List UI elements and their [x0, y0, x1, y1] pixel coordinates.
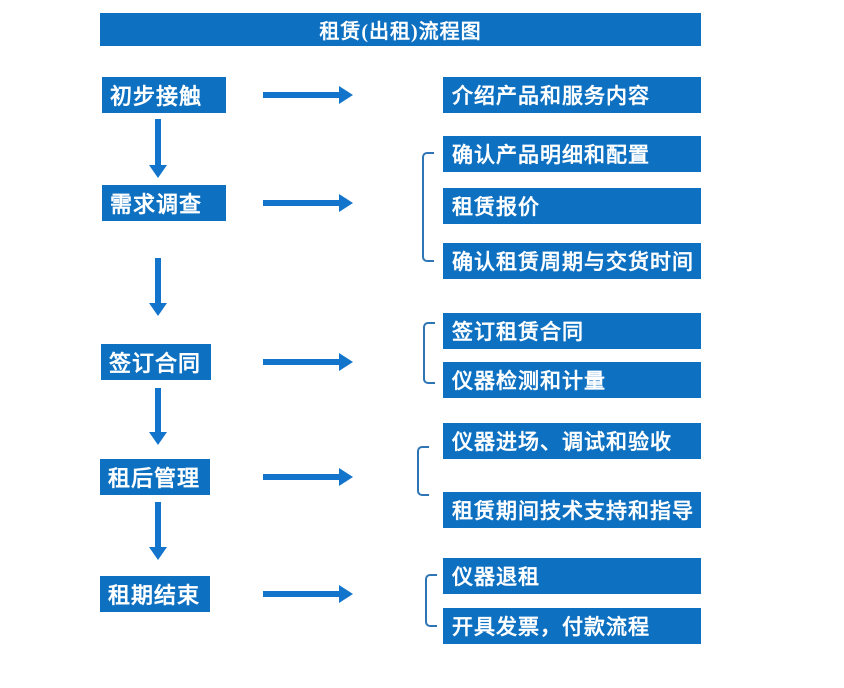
down-arrow-icon [149, 388, 167, 445]
right-arrow-head [339, 468, 353, 486]
right-arrow-shaft [263, 200, 340, 206]
step-box-post-rental-management: 租后管理 [100, 459, 210, 495]
page-title: 租赁(出租)流程图 [100, 13, 701, 46]
right-arrow-head [339, 194, 353, 212]
right-arrow-icon [263, 194, 353, 212]
down-arrow-shaft [155, 502, 161, 549]
right-arrow-icon [263, 585, 353, 603]
down-arrow-icon [149, 119, 167, 178]
down-arrow-icon [149, 502, 167, 560]
right-arrow-icon [263, 86, 353, 104]
down-arrow-shaft [155, 258, 161, 305]
down-arrow-shaft [155, 388, 161, 434]
right-arrow-head [339, 353, 353, 371]
group-bracket [422, 152, 434, 262]
right-arrow-head [339, 585, 353, 603]
detail-box-invoice-payment: 开具发票，付款流程 [443, 608, 701, 644]
detail-box-technical-support: 租赁期间技术支持和指导 [443, 492, 701, 528]
right-arrow-icon [263, 468, 353, 486]
detail-box-confirm-period-delivery: 确认租赁周期与交货时间 [443, 243, 701, 279]
step-box-sign-contract: 签订合同 [101, 344, 211, 380]
right-arrow-shaft [263, 474, 340, 480]
down-arrow-head [149, 303, 167, 316]
group-bracket [425, 574, 437, 627]
detail-box-introduce-products: 介绍产品和服务内容 [443, 77, 701, 113]
down-arrow-head [149, 165, 167, 178]
down-arrow-head [149, 547, 167, 560]
right-arrow-shaft [263, 92, 340, 98]
step-box-rental-end: 租期结束 [100, 576, 210, 612]
right-arrow-head [339, 86, 353, 104]
step-box-initial-contact: 初步接触 [102, 77, 226, 113]
right-arrow-shaft [263, 591, 340, 597]
detail-box-instrument-installation: 仪器进场、调试和验收 [443, 423, 701, 459]
down-arrow-icon [149, 258, 167, 316]
detail-box-instrument-return: 仪器退租 [443, 558, 701, 594]
right-arrow-icon [263, 353, 353, 371]
group-bracket [423, 322, 435, 384]
group-bracket [417, 446, 429, 496]
detail-box-confirm-product-config: 确认产品明细和配置 [443, 136, 701, 172]
right-arrow-shaft [263, 359, 340, 365]
down-arrow-shaft [155, 119, 161, 167]
detail-box-sign-rental-contract: 签订租赁合同 [443, 313, 701, 349]
detail-box-rental-quotation: 租赁报价 [443, 188, 701, 224]
step-box-demand-survey: 需求调查 [102, 185, 226, 221]
down-arrow-head [149, 432, 167, 445]
detail-box-instrument-testing: 仪器检测和计量 [443, 362, 701, 398]
